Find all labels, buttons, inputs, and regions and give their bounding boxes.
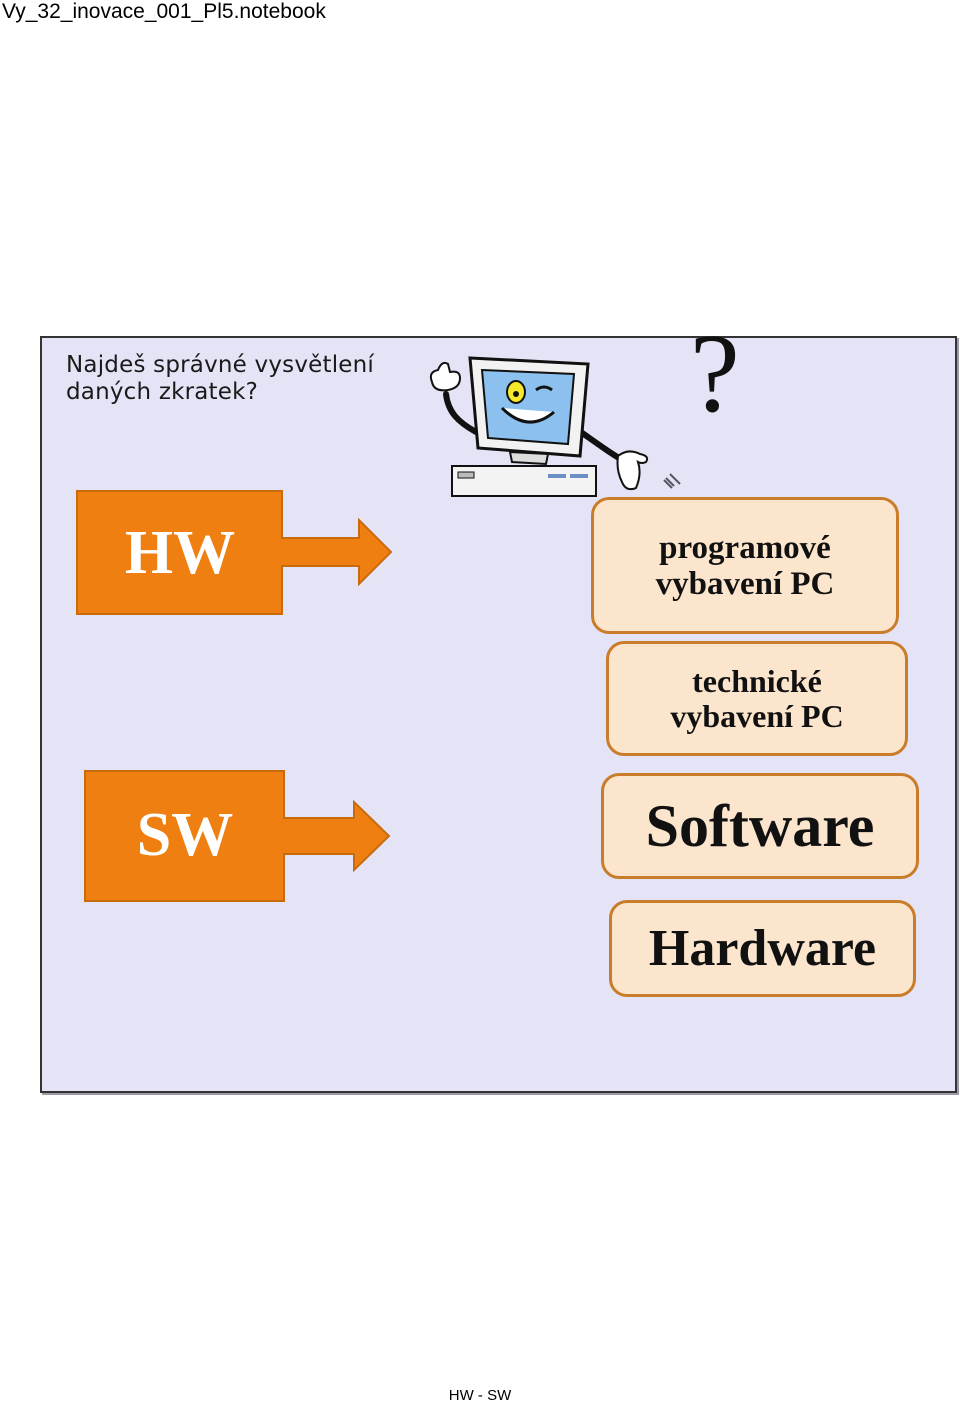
card-hardware[interactable]: Hardware xyxy=(609,900,916,997)
question-mark: ? xyxy=(690,312,740,436)
sw-arrow[interactable] xyxy=(84,770,394,904)
card-programove[interactable]: programové vybavení PC xyxy=(591,497,899,634)
card-technicke[interactable]: technické vybavení PC xyxy=(606,641,908,756)
question-line-2: daných zkratek? xyxy=(66,379,259,405)
card-software[interactable]: Software xyxy=(601,773,919,879)
document-title: Vy_32_inovace_001_Pl5.notebook xyxy=(2,0,326,23)
card-technicke-line-2: vybavení PC xyxy=(670,697,844,734)
question-text: Najdeš správné vysvětlení daných zkratek… xyxy=(66,352,374,406)
card-technicke-line-1: technické xyxy=(692,662,822,699)
card-programove-line-1: programové xyxy=(659,529,831,566)
question-line-1: Najdeš správné vysvětlení xyxy=(66,352,375,378)
card-software-text: Software xyxy=(645,792,875,859)
card-programove-line-2: vybavení PC xyxy=(655,565,835,602)
card-hardware-text: Hardware xyxy=(648,920,877,977)
hw-label: HW xyxy=(124,518,236,587)
page-footer: HW - SW xyxy=(448,1387,512,1404)
hw-arrow[interactable] xyxy=(76,490,396,616)
sw-label: SW xyxy=(136,801,234,869)
waving-computer-icon xyxy=(429,356,681,497)
